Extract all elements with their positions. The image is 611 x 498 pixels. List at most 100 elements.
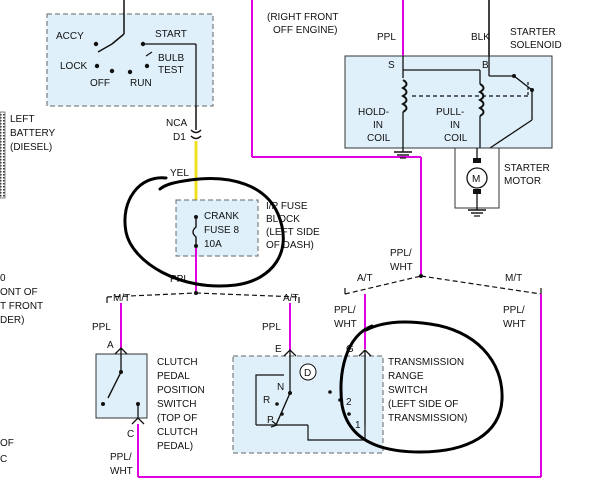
clutch-switch-blade [107,371,122,399]
ignition-label-run: RUN [130,78,152,89]
ignition-label-lock: LOCK [60,61,88,72]
trs-title-2: RANGE [388,371,424,382]
trs-label-n: N [277,382,284,393]
trs-title-1: TRANSMISSION [388,357,464,368]
yel-wire-label: YEL [170,168,189,179]
solenoid-wire-ppl: PPL [377,32,396,43]
connector-nca-label: NCA [166,118,187,129]
crank-fuse-rating: 10A [204,239,222,250]
connector-d1-label: D1 [173,132,186,143]
clutch-label-5: (TOP OF [157,413,197,424]
trs-selector-arm [275,392,291,426]
trs-internal-link-bottom [307,425,366,441]
solenoid-terminal-b: B [482,60,489,71]
pull-in-coil-line-1: PULL- [436,107,464,118]
starter-feed-ppl-label: PPL/ [390,248,412,259]
clutch-feed-ppl-label: PPL [92,322,111,333]
crank-fuse-number: FUSE 8 [204,225,239,236]
ignition-switch-panel [46,13,214,107]
split-at-label: A/T [283,293,299,304]
starter-motor-label-1: STARTER [504,163,550,174]
clutch-return-ppl: PPL/ [110,452,132,463]
starter-motor: M STARTER MOTOR [454,147,550,217]
connector-d1-symbol [190,129,202,134]
hold-in-coil-winding [400,79,408,113]
crank-fuse-symbol [192,219,197,245]
fuse-block-panel [175,199,259,257]
solenoid-panel [344,55,553,149]
starter-feed-wire-route [251,0,422,276]
ignition-contact-bulb-test [144,63,150,69]
solenoid-title-line-2: SOLENOID [510,40,562,51]
pull-in-coil-line-3: COIL [444,133,468,144]
partial-label-5: OF [0,438,14,449]
starter-motor-m: M [472,174,480,185]
mt-return-wht: WHT [503,319,526,330]
partial-label-6: C [0,454,7,465]
pull-in-coil-line-2: IN [450,120,460,131]
battery-label-line-3: (DIESEL) [10,142,52,153]
trs-label-d: D [304,368,311,379]
connector-d1: NCA D1 [166,106,202,143]
partial-label-4: DER) [0,315,24,326]
partial-label-3: T FRONT [0,301,43,312]
fuse-block-label-1: I/P FUSE [266,201,308,212]
clutch-terminal-a: A [107,340,114,351]
trs-label-p: P [267,415,274,426]
partial-label-2: ONT OF [0,287,38,298]
split-mt-label: M/T [113,293,130,304]
ignition-label-start: START [155,29,187,40]
pull-in-coil-winding [477,83,485,117]
crank-fuse-name: CRANK [204,211,239,222]
clutch-label-7: PEDAL) [157,441,193,452]
ignition-contact-accy [93,41,99,47]
trs-g-wire-ppl: PPL/ [334,305,356,316]
trs-label-1: 1 [355,420,361,431]
fuse-block-label-4: OF DASH) [266,240,314,251]
ip-fuse-block: CRANK FUSE 8 10A I/P FUSE BLOCK (LEFT SI… [175,199,320,257]
ignition-contact-lock [94,63,100,69]
mt-at-split: M/T A/T [106,291,300,304]
solenoid-wire-blk: BLK [471,32,490,43]
battery-label-line-1: LEFT [10,114,34,125]
left-battery: LEFT BATTERY (DIESEL) [0,111,56,199]
trs-contact-d [299,363,317,381]
trs-terminal-e: E [275,344,282,355]
right-split-mt-label: M/T [505,273,522,284]
starter-location-line-1: (RIGHT FRONT [267,12,338,23]
trs-g-wire-wht: WHT [334,319,357,330]
right-at-mt-split: A/T M/T PPL/ WHT [344,248,542,295]
solenoid-contact-blade [513,75,533,91]
trs-label-r: R [263,395,270,406]
hold-in-coil-line-3: COIL [367,133,391,144]
trs-internal-link-left [255,374,284,425]
clutch-return-wire [137,424,541,478]
trs-title-3: SWITCH [388,385,427,396]
clutch-label-2: PEDAL [157,371,190,382]
clutch-pedal-position-switch: A C CLUTCH PEDAL POSITION SWITCH (TOP OF… [95,340,205,452]
clutch-terminal-c: C [127,429,134,440]
left-edge-partial-labels: 0 ONT OF T FRONT DER) OF C [0,273,43,465]
ignition-label-off: OFF [90,78,110,89]
trs-label-2: 2 [346,397,352,408]
clutch-return-wht: WHT [110,466,133,477]
battery-connector-edge [0,111,6,199]
hand-drawn-circle-trs [339,320,504,454]
clutch-label-3: POSITION [157,385,205,396]
clutch-label-1: CLUTCH [157,357,198,368]
ignition-label-test: TEST [158,65,184,76]
transmission-range-switch: E G D N R P 2 1 [232,344,384,454]
trs-e-wire-ppl: PPL [262,322,281,333]
ignition-switch: ACCY START LOCK BULB TEST OFF RUN [46,0,214,107]
fuse-block-label-3: (LEFT SIDE [266,227,320,238]
trs-title-4: (LEFT SIDE OF [388,399,458,410]
ignition-contact-off [109,68,115,74]
trs-title-5: TRANSMISSION) [388,413,467,424]
battery-label-line-2: BATTERY [10,128,56,139]
right-split-at-label: A/T [357,273,373,284]
ignition-label-accy: ACCY [56,31,84,42]
starter-feed-wht-label: WHT [390,262,413,273]
fuse-block-label-2: BLOCK [266,214,300,225]
hold-in-coil-line-1: HOLD- [358,107,389,118]
